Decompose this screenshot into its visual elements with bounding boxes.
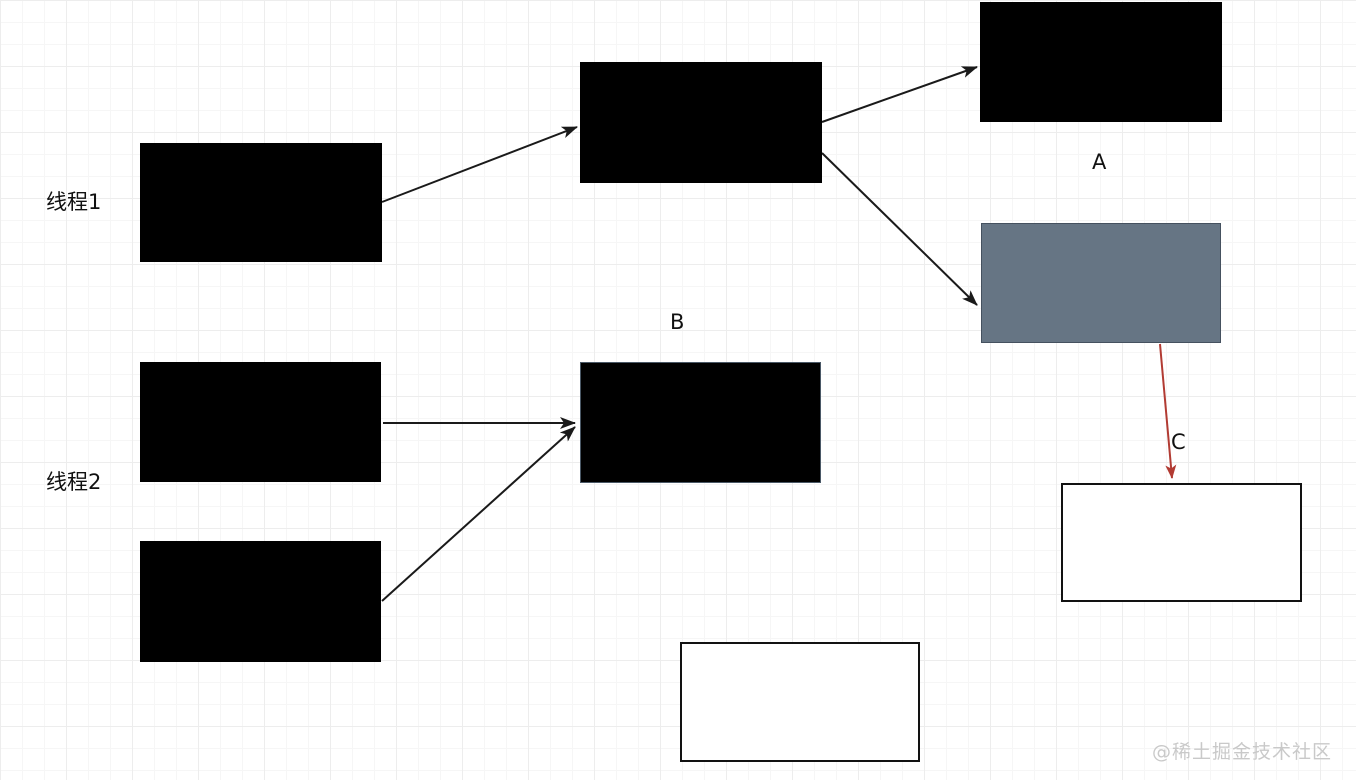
label-b: B	[670, 310, 685, 334]
arrow-gray-to-whiteright-c	[1159, 343, 1177, 479]
label-a: A	[1092, 150, 1107, 174]
node-top-right-box	[980, 2, 1222, 122]
node-gray-box	[981, 223, 1221, 343]
arrow-midtop-to-topright	[821, 66, 978, 123]
node-white-box-right	[1061, 483, 1302, 602]
node-white-box-bottom	[680, 642, 920, 762]
label-c: C	[1171, 430, 1186, 454]
thread1-label: 线程1	[46, 190, 102, 214]
node-mid-top-box	[580, 62, 822, 183]
arrow-midtop-to-gray	[821, 152, 978, 306]
watermark: @稀土掘金技术社区	[1151, 741, 1332, 763]
node-b-box	[580, 362, 821, 483]
node-thread1-box	[140, 143, 382, 262]
thread2-label: 线程2	[46, 470, 102, 494]
node-thread2-box-1	[140, 362, 381, 482]
arrow-thread1-to-midtop	[381, 126, 578, 203]
arrow-thread2b-to-b	[381, 426, 576, 602]
node-thread2-box-2	[140, 541, 381, 662]
